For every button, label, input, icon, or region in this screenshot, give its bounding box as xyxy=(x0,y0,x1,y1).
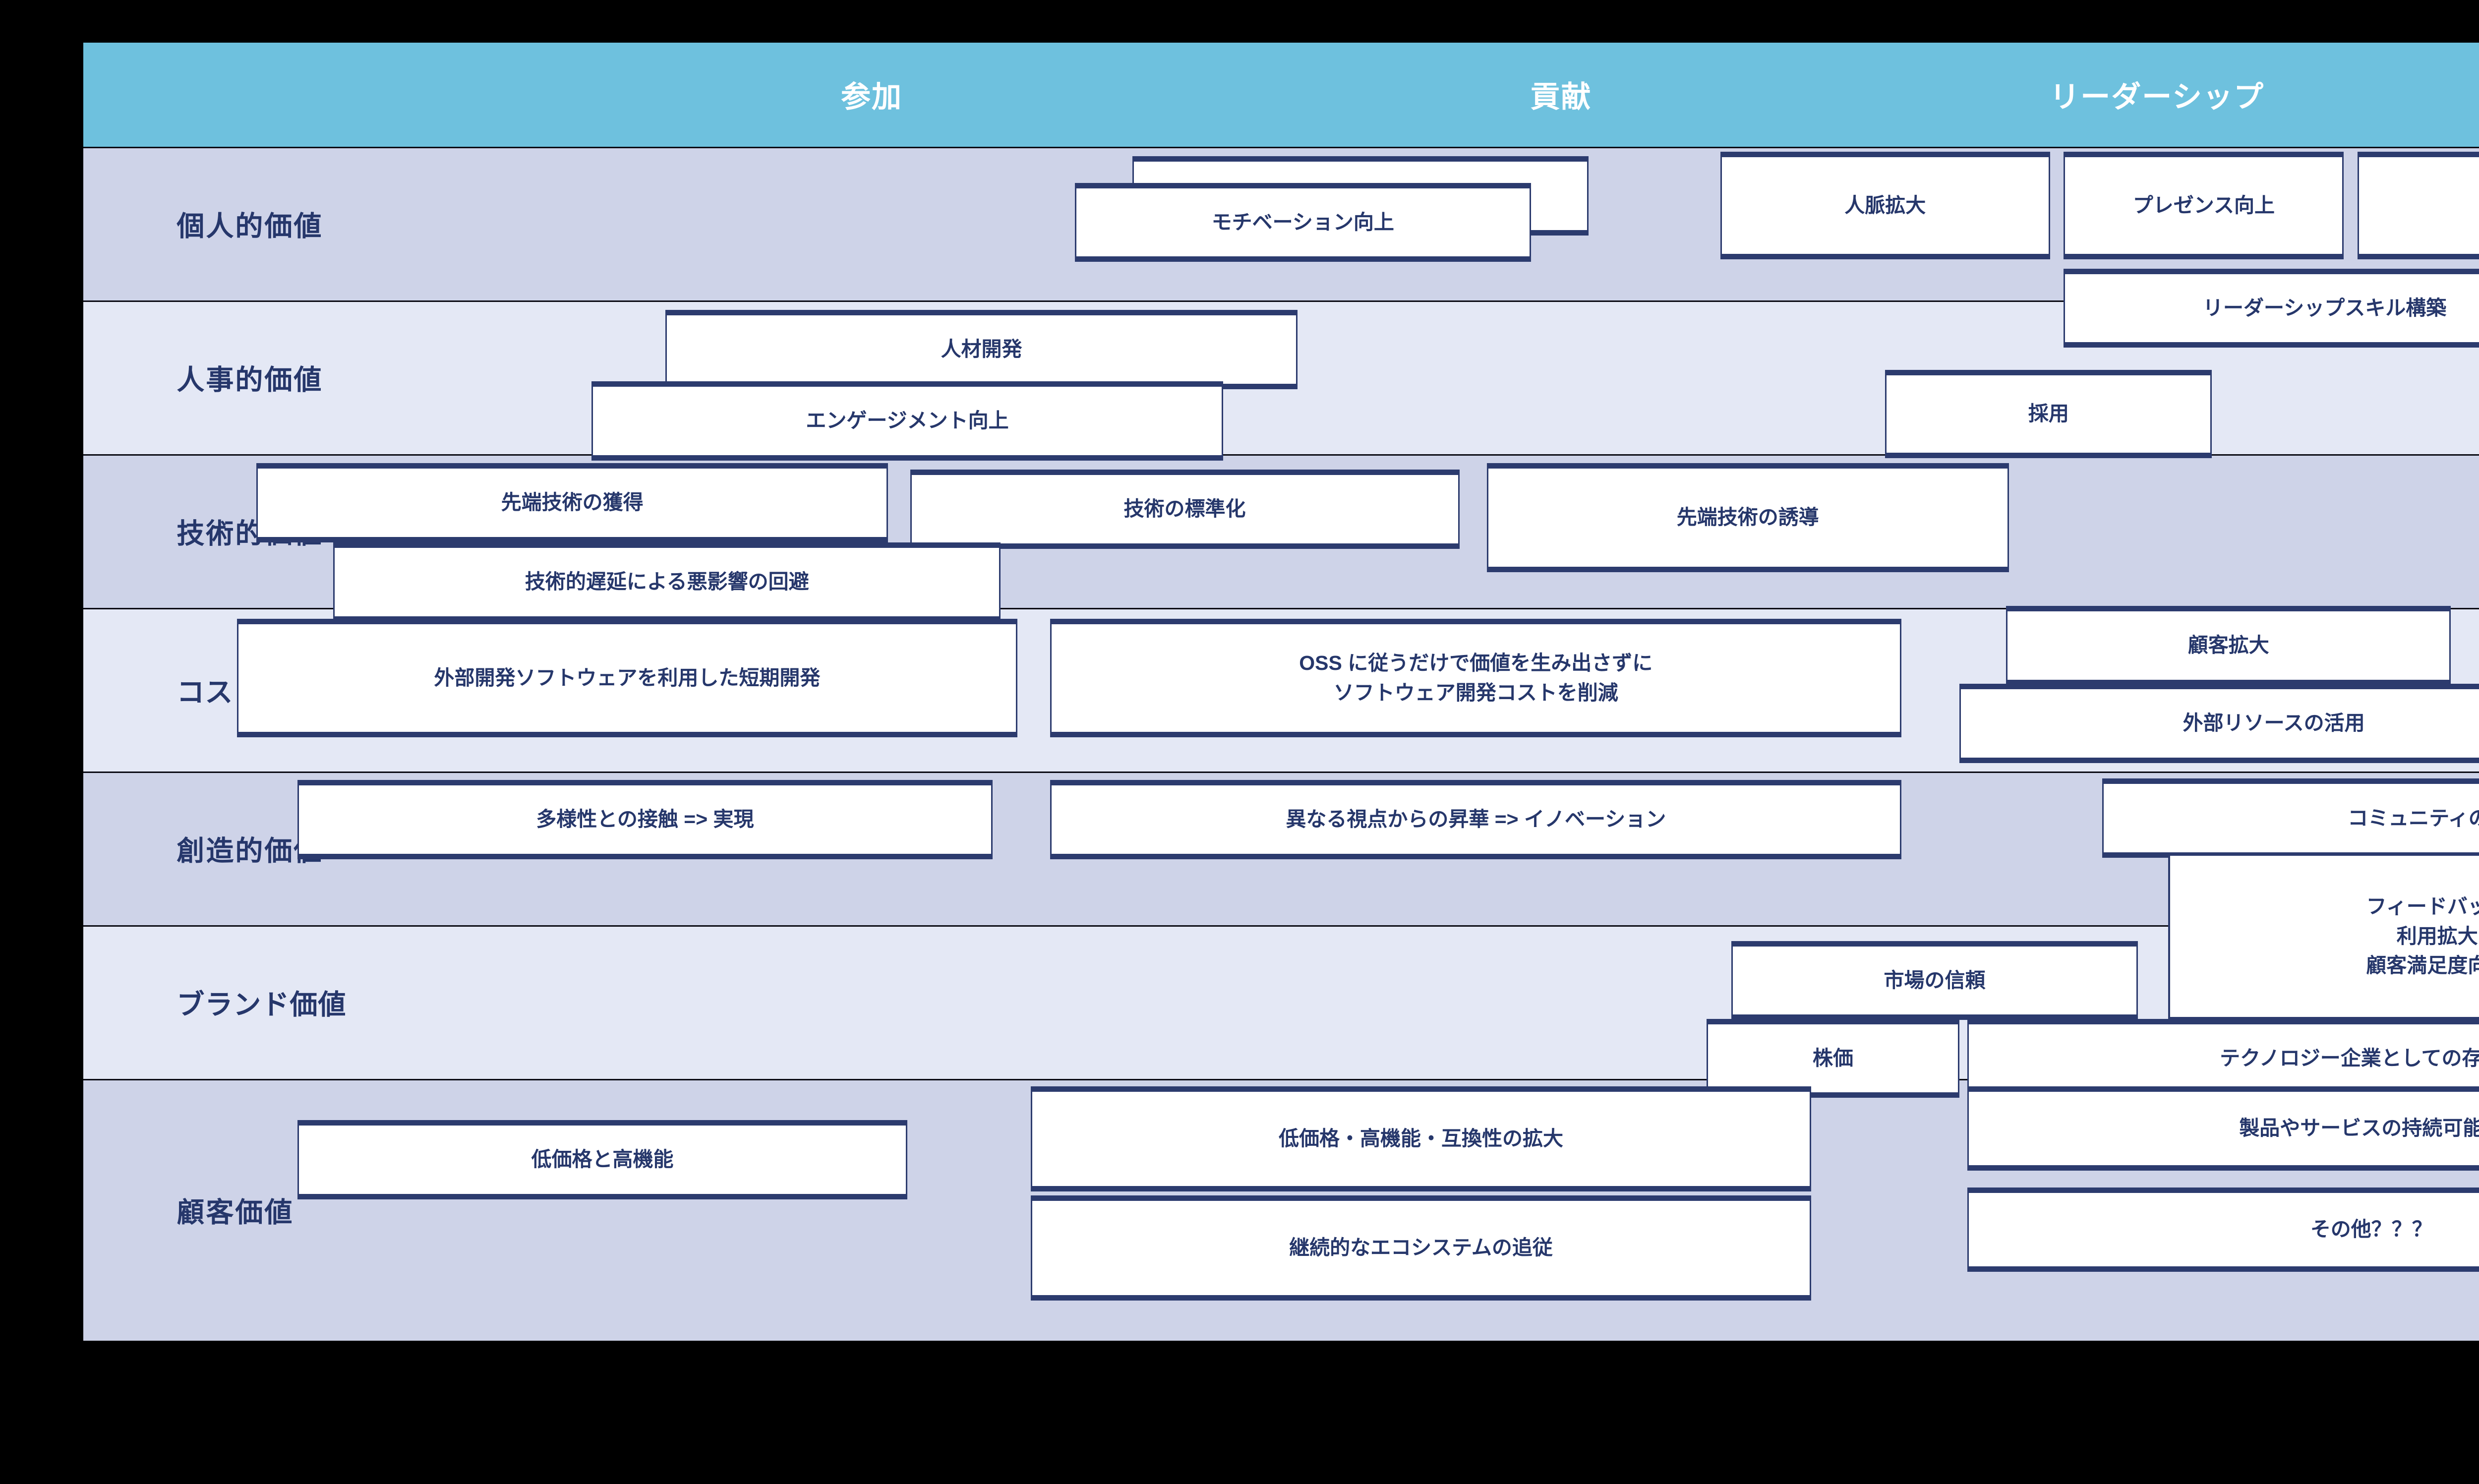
node-automatic-information-collection[interactable]: 情報などの自動的な収集 xyxy=(2358,151,2479,260)
node-stock-price[interactable]: 株価 xyxy=(1707,1018,1959,1098)
node-label: その他？？？ xyxy=(2310,1218,2432,1241)
node-label: 製品やサービスの持続可能性 xyxy=(2239,1117,2479,1140)
node-label: モチベーション向上 xyxy=(1211,210,1394,234)
node-customer-expansion[interactable]: 顧客拡大 xyxy=(2006,606,2451,685)
node-label: 人脈拡大 xyxy=(1844,193,1926,217)
node-label: 株価 xyxy=(1812,1046,1853,1069)
node-label: フィードバック 利用拡大 顧客満足度向上 xyxy=(2366,895,2479,977)
node-label: テクノロジー企業としての存在感 xyxy=(2220,1046,2479,1069)
node-low-price-and-high-function[interactable]: 低価格と高機能 xyxy=(297,1120,907,1199)
node-label: 低価格と高機能 xyxy=(531,1148,674,1171)
row-label-customer: 顧客価値 xyxy=(177,1196,294,1228)
node-label: エンゲージメント向上 xyxy=(806,409,1009,432)
node-label: 採用 xyxy=(2028,402,2069,425)
node-avoid-technical-delay-impact[interactable]: 技術的遅延による悪影響の回避 xyxy=(333,542,1001,622)
node-product-service-sustainability[interactable]: 製品やサービスの持続可能性 xyxy=(1967,1086,2479,1171)
node-guide-advanced-technology[interactable]: 先端技術の誘導 xyxy=(1486,463,2009,573)
node-presence-improvement[interactable]: プレゼンス向上 xyxy=(2064,151,2344,260)
node-label: 技術的遅延による悪影響の回避 xyxy=(525,570,809,594)
node-market-trust[interactable]: 市場の信頼 xyxy=(1731,941,2138,1020)
node-sublimation-from-different-perspectives[interactable]: 異なる視点からの昇華 => イノベーション xyxy=(1050,780,1902,859)
node-external-resource-utilization[interactable]: 外部リソースの活用 xyxy=(1959,684,2479,763)
node-engagement-improvement[interactable]: エンゲージメント向上 xyxy=(591,381,1224,461)
node-label: 継続的なエコシステムの追従 xyxy=(1289,1236,1553,1259)
row-label-brand: ブランド価値 xyxy=(177,989,347,1020)
node-label: 市場の信頼 xyxy=(1884,968,1986,992)
node-expand-price-function-compatibility[interactable]: 低価格・高機能・互換性の拡大 xyxy=(1031,1086,1811,1191)
node-label: コミュニティの獲得 xyxy=(2348,806,2479,830)
node-community-acquisition[interactable]: コミュニティの獲得 xyxy=(2102,778,2479,858)
row-label-creative: 創造的価値 xyxy=(177,835,323,867)
node-label: 先端技術の獲得 xyxy=(501,491,644,514)
node-network-expansion[interactable]: 人脈拡大 xyxy=(1720,151,2050,260)
node-presence-as-technology-company[interactable]: テクノロジー企業としての存在感 xyxy=(1967,1018,2479,1098)
column-header-leadership: リーダーシップ xyxy=(1828,43,2479,147)
node-label: 先端技術の誘導 xyxy=(1676,506,1819,529)
node-label: 顧客拡大 xyxy=(2187,634,2269,657)
node-label: 外部開発ソフトウェアを利用した短期開発 xyxy=(434,666,821,689)
node-other-unknown[interactable]: その他？？？ xyxy=(1967,1187,2479,1272)
node-motivation-improvement[interactable]: モチベーション向上 xyxy=(1074,182,1531,262)
row-label-hr: 人事的価値 xyxy=(177,364,323,396)
node-label: プレゼンス向上 xyxy=(2132,193,2275,217)
column-header-contribution: 貢献 xyxy=(1341,43,1780,147)
node-reduce-software-dev-cost[interactable]: OSS に従うだけで価値を生み出さずに ソフトウェア開発コストを削減 xyxy=(1050,619,1902,737)
node-acquire-advanced-technology[interactable]: 先端技術の獲得 xyxy=(256,463,888,542)
node-label: OSS に従うだけで価値を生み出さずに ソフトウェア開発コストを削減 xyxy=(1299,652,1653,704)
node-label: リーダーシップスキル構築 xyxy=(2203,296,2447,319)
column-header-contribution-label: 貢献 xyxy=(1530,80,1592,114)
node-recruiting[interactable]: 採用 xyxy=(1885,369,2212,458)
value-matrix: 個人的価値 人事的価値 技術的価値 コスト的価値 創造的価値 ブランド価値 顧客… xyxy=(83,43,2479,1341)
node-leadership-skill-building[interactable]: リーダーシップスキル構築 xyxy=(2064,268,2479,348)
node-label: 異なる視点からの昇華 => イノベーション xyxy=(1286,808,1666,831)
node-technology-standardization[interactable]: 技術の標準化 xyxy=(910,470,1460,549)
node-continuous-ecosystem-following[interactable]: 継続的なエコシステムの追従 xyxy=(1031,1195,1811,1301)
node-feedback-usage-satisfaction[interactable]: フィードバック 利用拡大 顧客満足度向上 xyxy=(2168,854,2479,1019)
node-label: 技術の標準化 xyxy=(1123,497,1246,521)
column-header-leadership-label: リーダーシップ xyxy=(2050,80,2265,114)
column-header-participation-label: 参加 xyxy=(840,80,902,114)
node-label: 外部リソースの活用 xyxy=(2183,712,2365,735)
row-label-personal: 個人的価値 xyxy=(177,210,323,242)
column-header-band: 参加 貢献 リーダーシップ xyxy=(83,43,2479,147)
column-header-participation: 参加 xyxy=(652,43,1091,147)
node-label: 人材開発 xyxy=(941,338,1022,361)
node-label: 多様性との接触 => 実現 xyxy=(536,808,754,831)
node-talent-development[interactable]: 人材開発 xyxy=(665,310,1298,389)
node-label: 低価格・高機能・互換性の拡大 xyxy=(1278,1127,1563,1150)
node-short-term-dev-using-external-software[interactable]: 外部開発ソフトウェアを利用した短期開発 xyxy=(237,619,1017,737)
node-contact-with-diversity[interactable]: 多様性との接触 => 実現 xyxy=(297,780,993,859)
